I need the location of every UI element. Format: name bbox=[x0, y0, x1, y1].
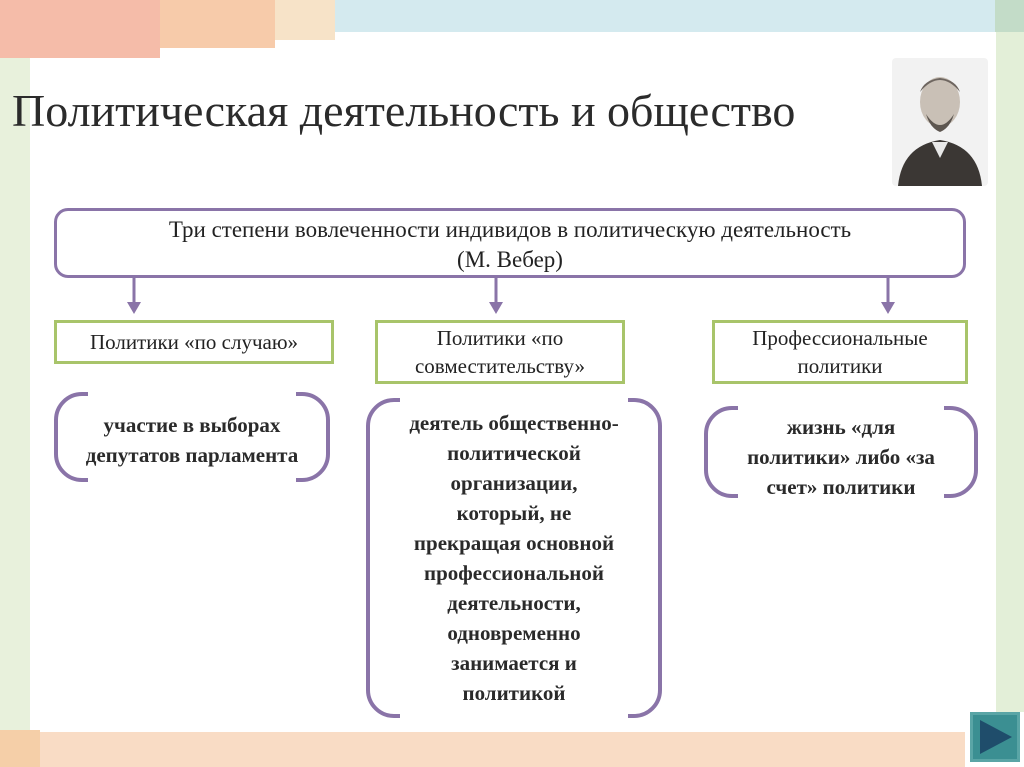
right-band bbox=[996, 32, 1024, 712]
main-concept-line1: Три степени вовлеченности индивидов в по… bbox=[168, 217, 852, 242]
description-part-time-line: политикой bbox=[462, 681, 566, 705]
description-part-time-line: организации, bbox=[450, 471, 578, 495]
next-slide-button[interactable] bbox=[970, 712, 1020, 762]
top-band-orange bbox=[0, 0, 160, 58]
main-concept-box: Три степени вовлеченности индивидов в по… bbox=[54, 208, 966, 278]
description-part-time: деятель общественно- политической органи… bbox=[366, 396, 662, 720]
category-label-professional-1: Профессиональные bbox=[752, 326, 928, 350]
top-band-peach bbox=[160, 0, 275, 48]
bottom-band bbox=[40, 732, 965, 767]
left-band bbox=[0, 58, 30, 738]
description-occasional-line: участие в выборах bbox=[103, 413, 281, 437]
top-band-light bbox=[275, 0, 335, 40]
description-occasional-line: депутатов парламента bbox=[85, 443, 299, 467]
main-concept-line2: (М. Вебер) bbox=[457, 247, 563, 272]
description-part-time-line: деятель общественно- bbox=[409, 411, 619, 435]
description-part-time-line: политической bbox=[447, 441, 581, 465]
description-part-time-line: одновременно bbox=[447, 621, 581, 645]
category-box-occasional: Политики «по случаю» bbox=[54, 320, 334, 364]
category-label-part-time-2: совместительству» bbox=[414, 354, 586, 378]
portrait-image bbox=[892, 58, 988, 186]
description-professional: жизнь «для политики» либо «за счет» поли… bbox=[704, 404, 978, 500]
connector-arrows bbox=[127, 278, 895, 314]
top-band-blue bbox=[335, 0, 995, 32]
play-arrow-icon bbox=[970, 712, 1020, 762]
description-part-time-line: занимается и bbox=[451, 651, 577, 675]
category-box-part-time: Политики «по совместительству» bbox=[375, 320, 625, 384]
category-box-professional: Профессиональные политики bbox=[712, 320, 968, 384]
slide-title: Политическая деятельность и общество bbox=[12, 85, 796, 136]
description-part-time-line: который, не bbox=[456, 501, 572, 525]
category-label-part-time-1: Политики «по bbox=[436, 326, 564, 350]
description-part-time-line: профессиональной bbox=[424, 561, 604, 585]
description-occasional: участие в выборах депутатов парламента bbox=[54, 390, 330, 484]
description-professional-line: жизнь «для bbox=[786, 415, 896, 439]
description-professional-line: счет» политики bbox=[766, 475, 916, 499]
description-part-time-line: деятельности, bbox=[447, 591, 581, 615]
category-label-professional-2: политики bbox=[797, 354, 883, 378]
description-part-time-line: прекращая основной bbox=[413, 531, 615, 555]
category-label-occasional: Политики «по случаю» bbox=[89, 330, 299, 354]
top-band-right bbox=[995, 0, 1024, 32]
bottom-band-left bbox=[0, 730, 40, 767]
description-professional-line: политики» либо «за bbox=[747, 445, 935, 469]
